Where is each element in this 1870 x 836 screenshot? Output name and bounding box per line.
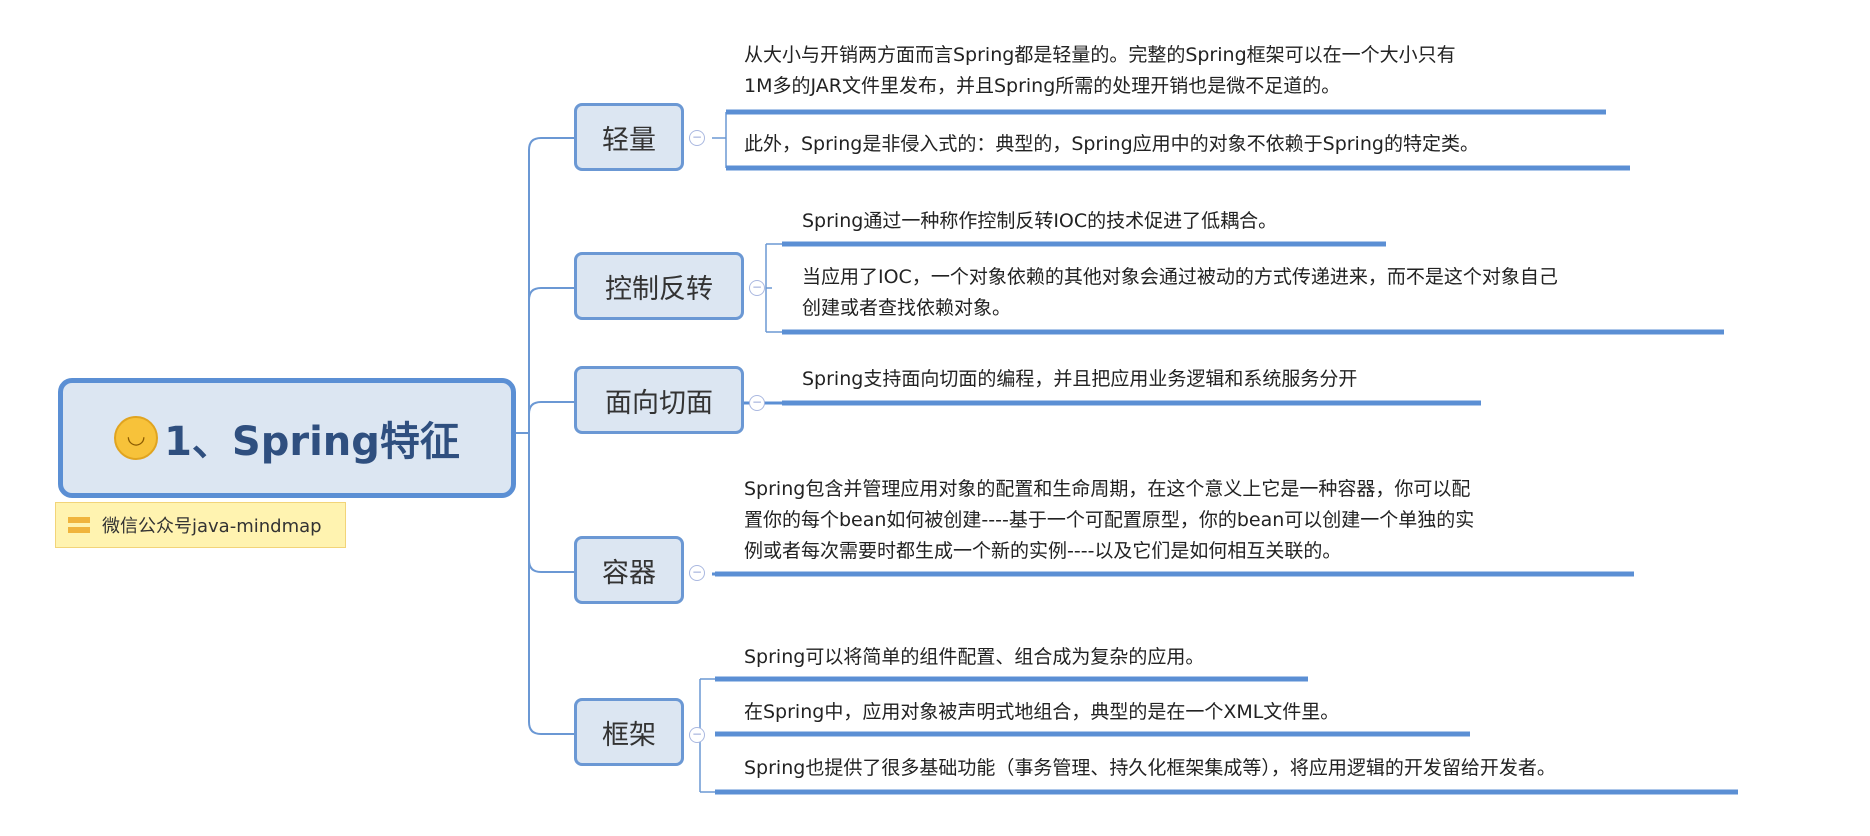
leaf-text-line: Spring支持面向切面的编程，并且把应用业务逻辑和系统服务分开 — [802, 368, 1358, 390]
leaf-text-line: 创建或者查找依赖对象。 — [802, 297, 1012, 319]
leaf-text-line: 置你的每个bean如何被创建----基于一个可配置原型，你的bean可以创建一个… — [744, 509, 1475, 531]
leaf-topic[interactable]: Spring可以将简单的组件配置、组合成为复杂的应用。 — [744, 642, 1204, 673]
branch-ioc[interactable]: 控制反转 — [574, 252, 744, 320]
root-topic[interactable]: ◡ 1、Spring特征 — [58, 378, 516, 498]
leaf-topic[interactable]: 当应用了IOC，一个对象依赖的其他对象会通过被动的方式传递进来，而不是这个对象自… — [802, 262, 1558, 324]
collapse-toggle-icon[interactable]: − — [689, 130, 705, 146]
leaf-text-line: 在Spring中，应用对象被声明式地组合，典型的是在一个XML文件里。 — [744, 701, 1340, 723]
branch-lightweight[interactable]: 轻量 — [574, 103, 684, 171]
leaf-text-line: Spring也提供了很多基础功能（事务管理、持久化框架集成等），将应用逻辑的开发… — [744, 757, 1556, 779]
smiley-icon: ◡ — [114, 416, 159, 460]
collapse-toggle-icon[interactable]: − — [689, 565, 705, 581]
leaf-topic[interactable]: Spring支持面向切面的编程，并且把应用业务逻辑和系统服务分开 — [802, 364, 1357, 395]
branch-aop[interactable]: 面向切面 — [574, 366, 744, 434]
leaf-text-line: 1M多的JAR文件里发布，并且Spring所需的处理开销也是微不足道的。 — [744, 75, 1341, 97]
branch-label: 面向切面 — [605, 387, 713, 419]
collapse-toggle-icon[interactable]: − — [689, 727, 705, 743]
leaf-text-line: 当应用了IOC，一个对象依赖的其他对象会通过被动的方式传递进来，而不是这个对象自… — [802, 266, 1558, 288]
branch-label: 控制反转 — [605, 273, 713, 305]
root-note[interactable]: 微信公众号java-mindmap — [55, 502, 346, 548]
branch-label: 容器 — [602, 557, 656, 589]
note-text: 微信公众号java-mindmap — [102, 516, 322, 537]
note-icon — [68, 517, 90, 533]
collapse-toggle-icon[interactable]: − — [749, 280, 765, 296]
leaf-topic[interactable]: 在Spring中，应用对象被声明式地组合，典型的是在一个XML文件里。 — [744, 697, 1339, 728]
leaf-topic[interactable]: 从大小与开销两方面而言Spring都是轻量的。完整的Spring框架可以在一个大… — [744, 40, 1456, 102]
branch-framework[interactable]: 框架 — [574, 698, 684, 766]
leaf-text-line: 例或者每次需要时都生成一个新的实例----以及它们是如何相互关联的。 — [744, 540, 1342, 562]
collapse-toggle-icon[interactable]: − — [749, 395, 765, 411]
branch-label: 轻量 — [602, 124, 656, 156]
leaf-text-line: Spring通过一种称作控制反转IOC的技术促进了低耦合。 — [802, 210, 1278, 232]
leaf-text-line: Spring包含并管理应用对象的配置和生命周期，在这个意义上它是一种容器，你可以… — [744, 478, 1471, 500]
branch-container[interactable]: 容器 — [574, 536, 684, 604]
branch-label: 框架 — [602, 719, 656, 751]
leaf-topic[interactable]: Spring也提供了很多基础功能（事务管理、持久化框架集成等），将应用逻辑的开发… — [744, 753, 1556, 784]
leaf-text-line: 从大小与开销两方面而言Spring都是轻量的。完整的Spring框架可以在一个大… — [744, 44, 1456, 66]
leaf-text-line: Spring可以将简单的组件配置、组合成为复杂的应用。 — [744, 646, 1205, 668]
leaf-text-line: 此外，Spring是非侵入式的：典型的，Spring应用中的对象不依赖于Spri… — [744, 133, 1479, 155]
leaf-topic[interactable]: Spring包含并管理应用对象的配置和生命周期，在这个意义上它是一种容器，你可以… — [744, 474, 1474, 567]
leaf-topic[interactable]: 此外，Spring是非侵入式的：典型的，Spring应用中的对象不依赖于Spri… — [744, 129, 1479, 160]
root-title: 1、Spring特征 — [164, 419, 460, 465]
leaf-topic[interactable]: Spring通过一种称作控制反转IOC的技术促进了低耦合。 — [802, 206, 1277, 237]
